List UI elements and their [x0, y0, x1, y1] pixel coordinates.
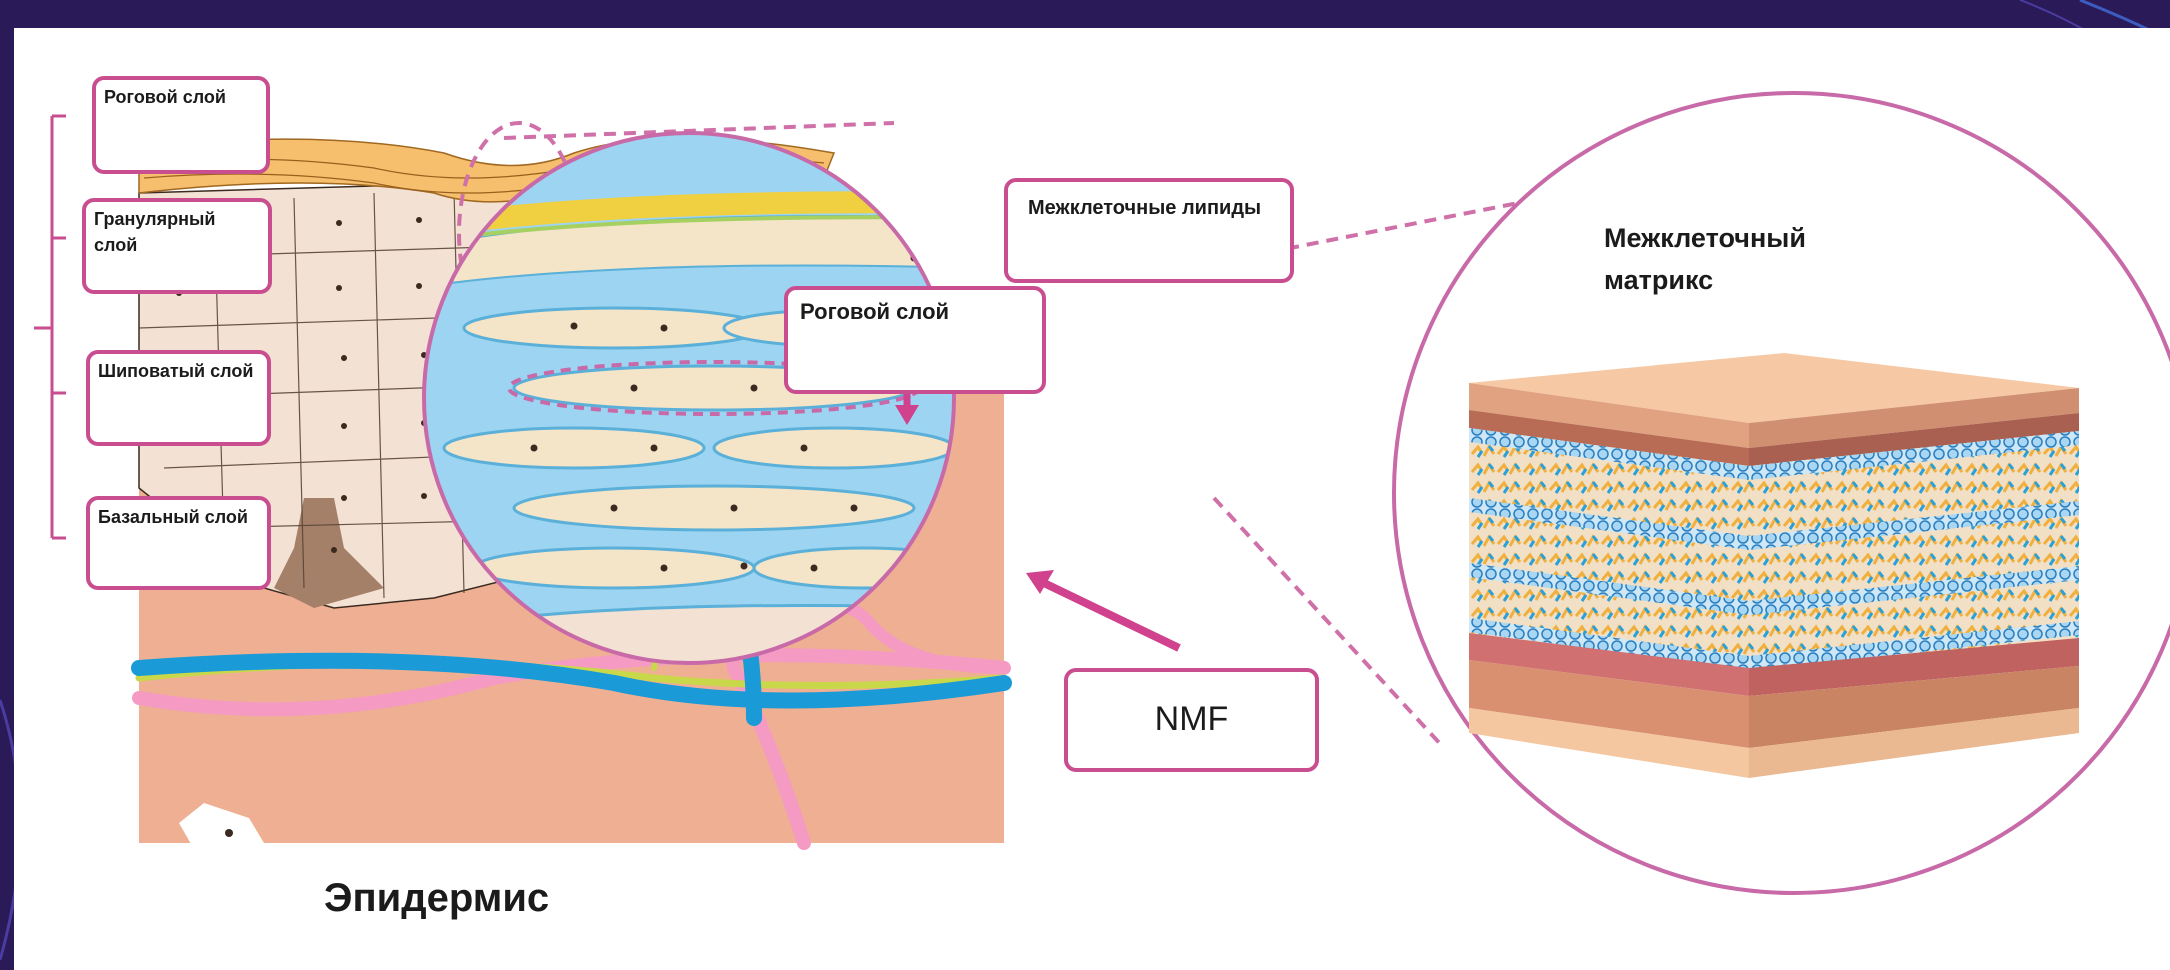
- layer-bracket: [34, 116, 66, 538]
- label-basal-layer: Базальный слой: [86, 496, 271, 590]
- skin-diagram: [14, 28, 2170, 970]
- matrix-circle: [1394, 93, 2170, 893]
- label-text: Роговой слой: [800, 299, 949, 324]
- label-zoom-stratum-corneum: Роговой слой: [784, 286, 1046, 394]
- label-nmf: NMF: [1064, 668, 1319, 772]
- caption-text: Эпидермис: [324, 876, 549, 920]
- label-text: NMF: [1155, 695, 1229, 744]
- label-text: Базальный слой: [98, 507, 248, 527]
- epidermis-caption: Эпидермис: [324, 876, 549, 921]
- label-spinous-layer: Шиповатый слой: [86, 350, 271, 446]
- label-text: Межклеточные липиды: [1028, 197, 1261, 219]
- label-stratum-corneum: Роговой слой: [92, 76, 270, 174]
- label-granular-layer: Гранулярный слой: [82, 198, 272, 294]
- label-intercellular-lipids: Межклеточные липиды: [1004, 178, 1294, 283]
- label-text: Шиповатый слой: [98, 361, 253, 381]
- label-text: Гранулярный слой: [94, 209, 215, 255]
- diagram-canvas: Роговой слой Гранулярный слой Шиповатый …: [14, 28, 2170, 970]
- matrix-title: Межклеточный матрикс: [1604, 218, 1854, 302]
- matrix-title-text: Межклеточный матрикс: [1604, 223, 1806, 295]
- label-text: Роговой слой: [104, 87, 226, 107]
